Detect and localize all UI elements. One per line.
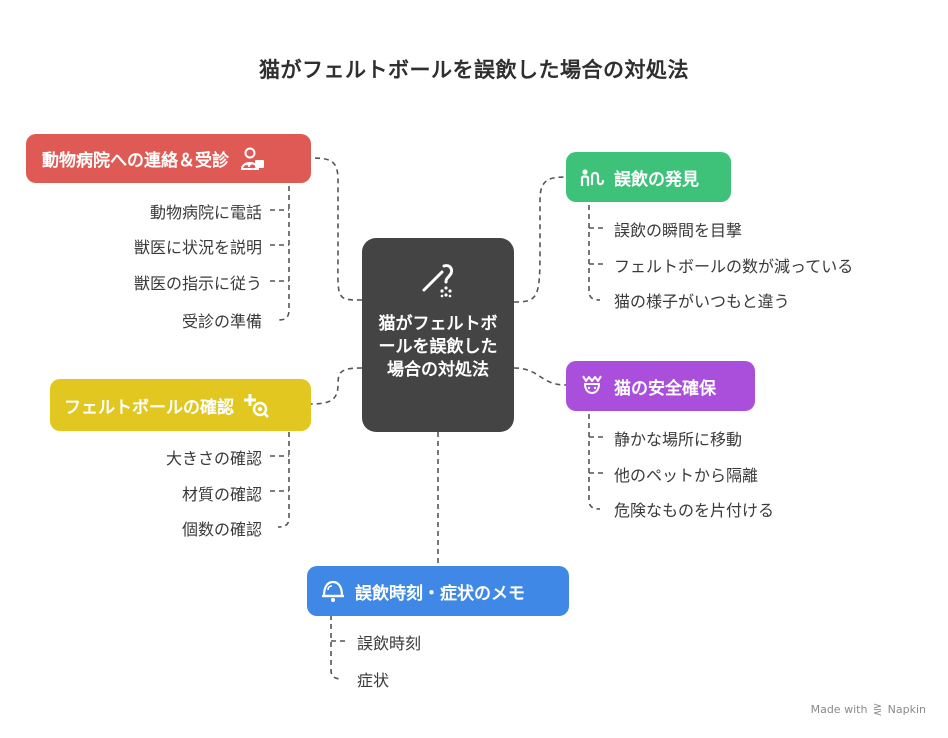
central-topic-label: 猫がフェルトボールを誤飲した場合の対処法 <box>378 314 498 380</box>
connector-check <box>310 367 363 405</box>
branding-prefix: Made with <box>810 703 868 716</box>
pin-tool-icon <box>422 264 454 298</box>
branch-vet[interactable]: 動物病院への連絡＆受診 <box>26 134 311 183</box>
branch-discover[interactable]: 誤飲の発見 <box>566 152 731 202</box>
branch-memo[interactable]: 誤飲時刻・症状のメモ <box>307 566 569 616</box>
branding-name: Napkin <box>887 703 926 716</box>
napkin-logo-icon: ⋛ <box>872 703 883 716</box>
branch-safety[interactable]: 猫の安全確保 <box>566 361 755 411</box>
leaf-vet-1: 動物病院に電話 <box>149 203 262 222</box>
leaf-discover-3: 猫の様子がいつもと違う <box>614 292 790 311</box>
leaf-check-3: 個数の確認 <box>181 520 262 539</box>
leaf-vet-3: 獣医の指示に従う <box>133 274 262 293</box>
leaf-check-1: 大きさの確認 <box>165 449 262 468</box>
branch-memo-label: 誤飲時刻・症状のメモ <box>355 583 525 604</box>
leaf-vet-4: 受診の準備 <box>181 312 262 331</box>
cat-face-icon <box>578 372 606 400</box>
branch-vet-label: 動物病院への連絡＆受診 <box>42 151 229 171</box>
central-topic: 猫がフェルトボールを誤飲した場合の対処法 <box>362 238 514 432</box>
leaf-safety-2: 他のペットから隔離 <box>614 466 759 485</box>
connector-discover <box>513 176 567 303</box>
leaf-check-2: 材質の確認 <box>181 485 262 504</box>
leaf-discover-1: 誤飲の瞬間を目撃 <box>614 221 743 240</box>
branch-check[interactable]: フェルトボールの確認 <box>50 379 311 431</box>
discover-icon <box>578 163 606 191</box>
leaf-vet-2: 獣医に状況を説明 <box>133 238 262 257</box>
connector-safety <box>513 367 567 386</box>
branch-discover-label: 誤飲の発見 <box>614 169 699 190</box>
leaf-memo-2: 症状 <box>357 671 390 690</box>
medical-staff-icon <box>239 145 267 173</box>
leaf-safety-3: 危険なものを片付ける <box>614 501 775 520</box>
leaf-safety-1: 静かな場所に移動 <box>614 430 743 449</box>
diagram-title: 猫がフェルトボールを誤飲した場合の対処法 <box>259 58 689 82</box>
branch-safety-label: 猫の安全確保 <box>614 378 716 399</box>
branch-check-label: フェルトボールの確認 <box>64 397 234 418</box>
leaf-memo-1: 誤飲時刻 <box>357 634 422 653</box>
leaf-discover-2: フェルトボールの数が減っている <box>614 257 854 276</box>
napkin-branding[interactable]: Made with ⋛ Napkin <box>811 703 926 716</box>
connector-vet <box>310 157 363 301</box>
alarm-bell-icon <box>319 577 347 605</box>
magnify-plus-icon <box>242 391 270 419</box>
